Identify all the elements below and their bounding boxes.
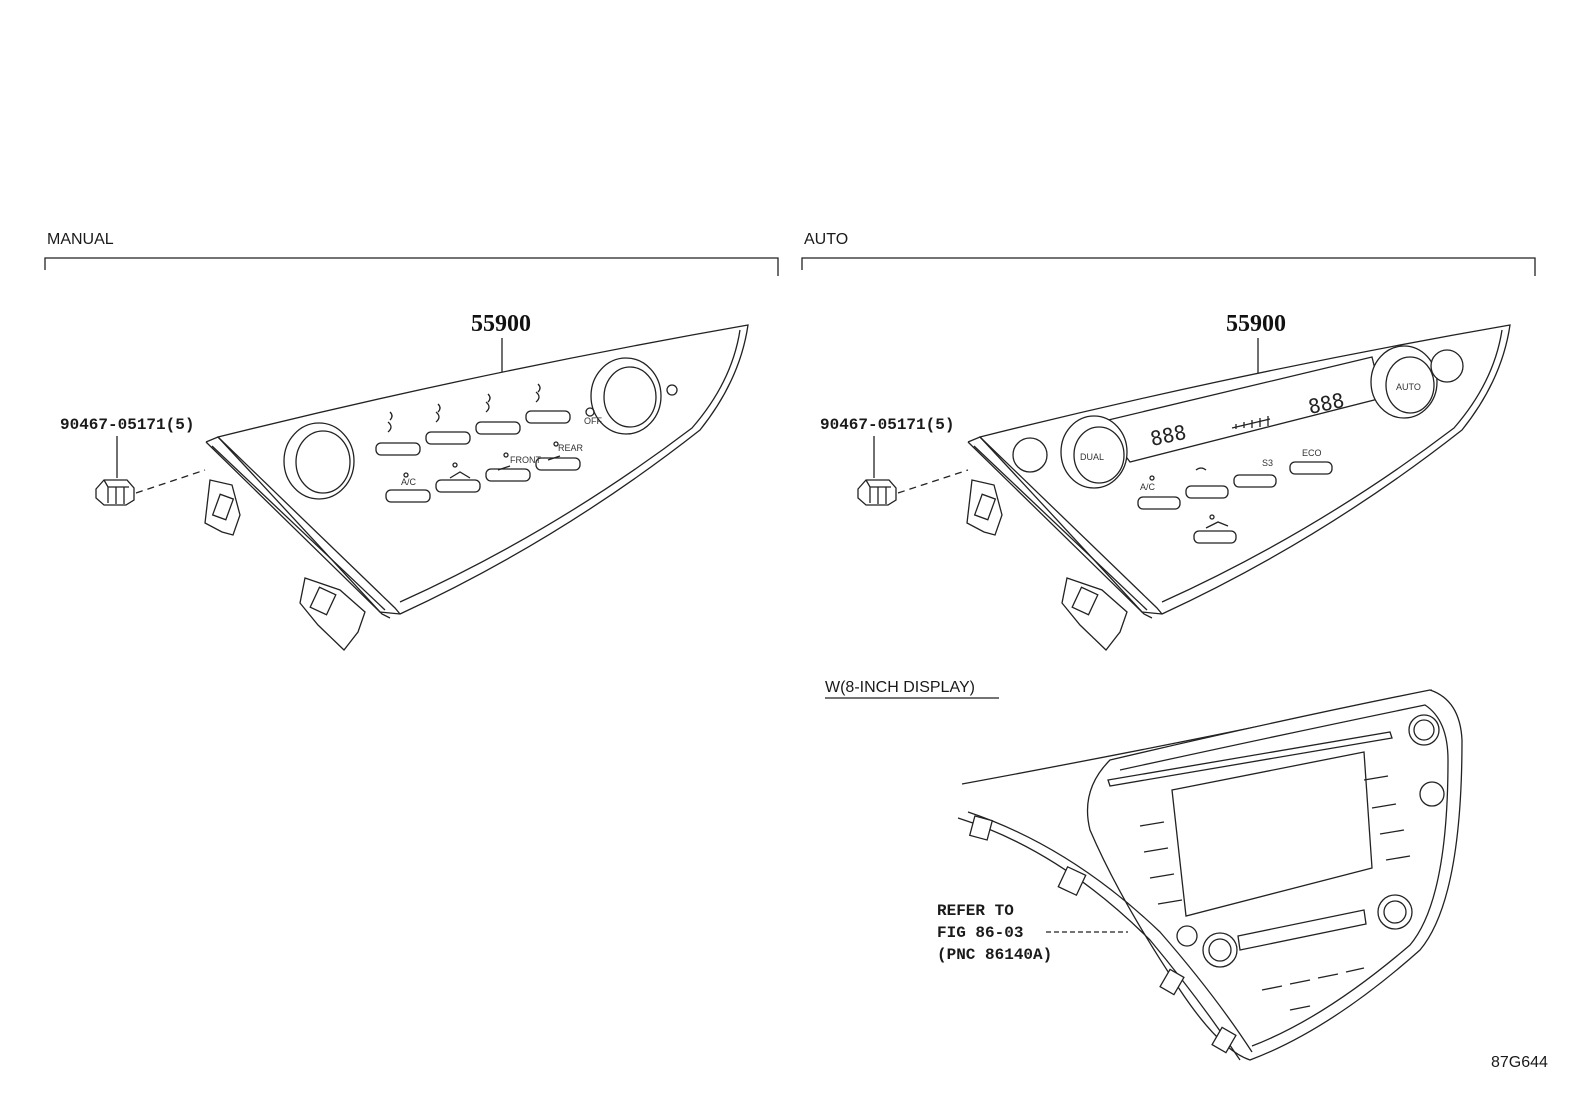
- auto-section: AUTO 55900 90467-05171(5) 888 888: [801, 231, 1536, 651]
- display-refer-line-2: FIG 86-03: [937, 924, 1023, 942]
- auto-section-label: AUTO: [804, 231, 848, 248]
- auto-eco-text: ECO: [1302, 448, 1322, 458]
- display-refer-line-1: REFER TO: [937, 902, 1014, 920]
- auto-button-ac: [1137, 496, 1181, 510]
- auto-lcd-fan-bars: [1231, 416, 1271, 429]
- display-side-buttons: [1139, 775, 1411, 1011]
- manual-mode-glyphs: [387, 383, 561, 479]
- manual-button-ac: [385, 489, 431, 503]
- manual-button-mode-4: [525, 410, 571, 424]
- auto-dual-text: DUAL: [1080, 452, 1104, 462]
- auto-clip-dashed-line: [897, 469, 969, 494]
- manual-rear-text: REAR: [558, 443, 584, 453]
- manual-section-bracket: [44, 257, 779, 276]
- display-console: [957, 689, 1463, 1061]
- manual-button-rear: [535, 457, 581, 471]
- manual-button-mode-3: [475, 421, 521, 435]
- display-refer-line-3: (PNC 86140A): [937, 946, 1052, 964]
- auto-right-small-button: [1430, 349, 1464, 383]
- auto-ac-text: A/C: [1140, 482, 1156, 492]
- auto-clip-icon: [857, 479, 897, 506]
- manual-section: MANUAL 55900 90467-05171(5): [44, 231, 779, 651]
- manual-control-panel: A/C FRONT REAR OFF: [204, 324, 749, 651]
- manual-fan-icon: [585, 384, 678, 417]
- manual-ac-text: A/C: [401, 477, 417, 487]
- auto-button-eco: [1289, 461, 1333, 475]
- display-refer-note: REFER TO FIG 86-03 (PNC 86140A): [937, 902, 1128, 964]
- manual-part-number: 55900: [471, 311, 531, 337]
- auto-section-bracket: [801, 257, 1536, 276]
- manual-button-mode-2: [425, 431, 471, 445]
- manual-off-text: OFF: [584, 416, 602, 426]
- manual-button-recirc: [435, 479, 481, 493]
- auto-button-recirc: [1193, 530, 1237, 544]
- auto-button-s: [1233, 474, 1277, 488]
- manual-section-label: MANUAL: [47, 231, 114, 248]
- auto-auto-text: AUTO: [1396, 382, 1421, 392]
- auto-part-number: 55900: [1226, 311, 1286, 337]
- manual-clip-dashed-line: [135, 469, 206, 494]
- display-screen: [1171, 751, 1373, 917]
- auto-button-mode: [1185, 485, 1229, 499]
- display-section-label: W(8-INCH DISPLAY): [825, 679, 975, 696]
- display-section: W(8-INCH DISPLAY): [825, 679, 1463, 1061]
- manual-fastener-label: 90467-05171(5): [60, 416, 194, 434]
- auto-control-panel: 888 888 DUAL AUTO A/C S3 ECO: [966, 324, 1511, 651]
- manual-button-front: [485, 468, 531, 482]
- manual-front-text: FRONT: [510, 455, 541, 465]
- auto-button-glyphs: [1149, 467, 1229, 529]
- auto-left-small-button: [1012, 437, 1048, 473]
- diagram-id: 87G644: [1491, 1054, 1548, 1071]
- manual-button-mode-1: [375, 442, 421, 456]
- auto-fastener-label: 90467-05171(5): [820, 416, 954, 434]
- manual-clip-icon: [95, 479, 135, 506]
- auto-s-text: S3: [1262, 458, 1273, 468]
